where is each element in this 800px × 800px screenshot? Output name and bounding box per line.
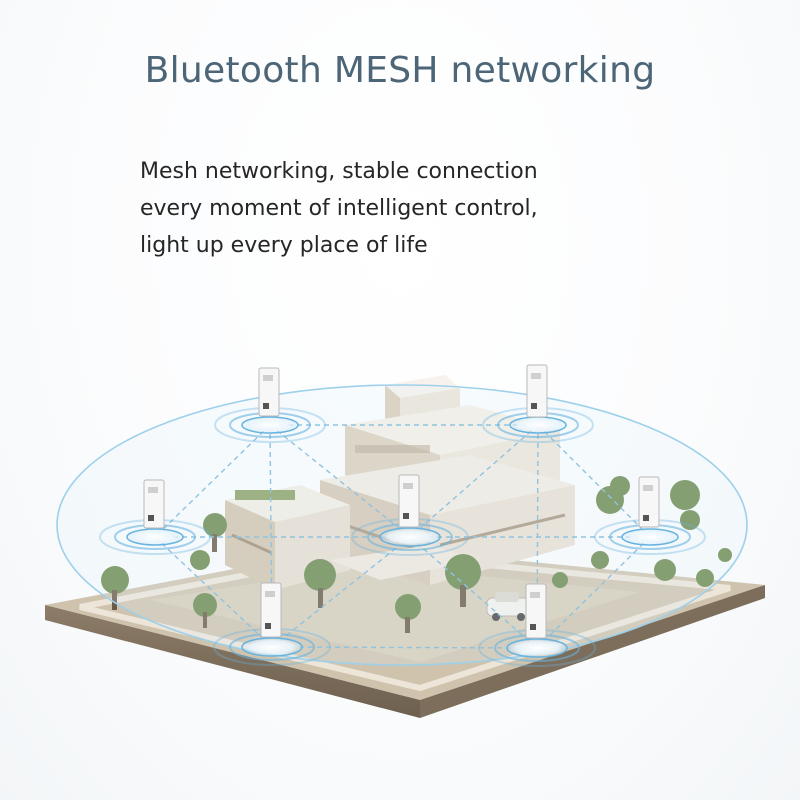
node-bottom-left xyxy=(213,582,331,666)
tagline-line-3: light up every place of life xyxy=(140,233,428,258)
car xyxy=(486,592,530,621)
node-mid-right xyxy=(594,476,706,555)
node-mid-left xyxy=(99,479,211,555)
bluetooth-module-icon xyxy=(258,367,280,417)
mesh-network-illustration xyxy=(45,364,765,718)
bluetooth-module-icon xyxy=(526,364,548,418)
mesh-links xyxy=(154,424,651,649)
page-title: Bluetooth MESH networking xyxy=(144,50,656,91)
node-top-right xyxy=(482,364,594,443)
bluetooth-module-icon xyxy=(638,476,660,528)
bluetooth-module-icon xyxy=(398,474,420,528)
bluetooth-module-icon xyxy=(143,479,165,529)
trees xyxy=(101,476,732,633)
tagline-line-2: every moment of intelligent control, xyxy=(140,196,538,221)
node-bottom-right xyxy=(478,583,596,667)
tagline-line-1: Mesh networking, stable connection xyxy=(140,159,538,184)
tagline: Mesh networking, stable connection every… xyxy=(140,153,538,264)
node-center xyxy=(351,474,469,556)
bluetooth-module-icon xyxy=(260,582,282,638)
bluetooth-module-icon xyxy=(525,583,547,639)
villa-building xyxy=(225,375,575,590)
node-top-left xyxy=(214,367,326,443)
